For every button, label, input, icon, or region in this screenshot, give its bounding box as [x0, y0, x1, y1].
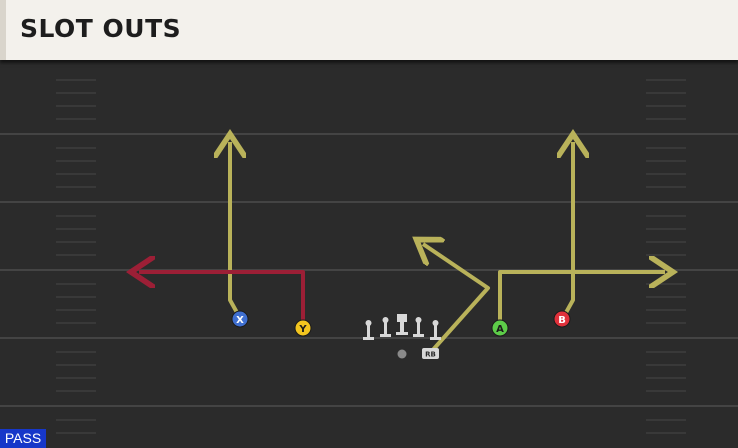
route-rb-angle[interactable] [423, 244, 490, 354]
route-a-out[interactable] [498, 272, 665, 326]
running-back-label: RB [425, 351, 436, 359]
quarterback-dot-icon[interactable] [397, 349, 407, 359]
route-x-go[interactable] [230, 142, 240, 319]
running-back-icon[interactable]: RB [422, 348, 439, 359]
route-y-out[interactable] [139, 272, 305, 326]
offensive-line [363, 314, 441, 340]
center-icon[interactable] [396, 314, 408, 335]
lineman-icon[interactable] [363, 320, 374, 340]
play-title: SLOT OUTS [20, 14, 182, 43]
receiver-a-label: A [496, 324, 504, 335]
route-b-go[interactable] [563, 142, 573, 319]
lineman-icon[interactable] [413, 317, 424, 337]
play-type-badge: PASS [0, 429, 46, 448]
receiver-x-icon[interactable]: X [231, 310, 249, 328]
play-header: SLOT OUTS [0, 0, 738, 60]
header-stripe [0, 0, 6, 60]
right-hash-marks [646, 79, 686, 434]
receiver-b-icon[interactable]: B [553, 310, 571, 328]
play-field: RB X Y A B [0, 60, 738, 448]
left-hash-marks [56, 79, 96, 434]
receiver-y-label: Y [298, 324, 307, 335]
receiver-b-label: B [558, 315, 566, 326]
yard-lines [0, 133, 738, 407]
receiver-y-icon[interactable]: Y [294, 319, 312, 337]
play-diagram: RB X Y A B [0, 79, 738, 434]
lineman-icon[interactable] [430, 320, 441, 340]
lineman-icon[interactable] [380, 317, 391, 337]
hash-marks [56, 79, 686, 434]
receiver-a-icon[interactable]: A [491, 319, 509, 337]
receiver-x-label: X [236, 315, 244, 326]
